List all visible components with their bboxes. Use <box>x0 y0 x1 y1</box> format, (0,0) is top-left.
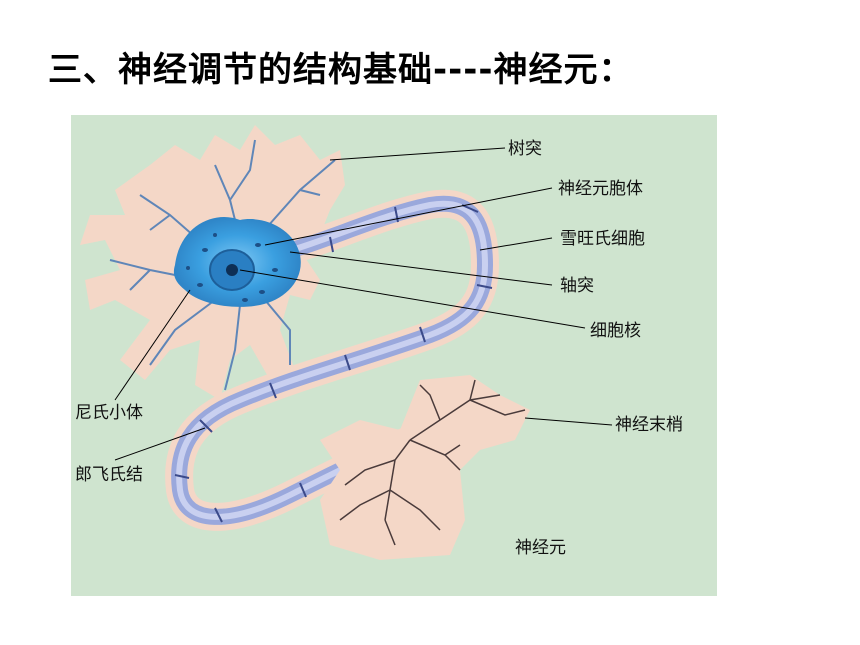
label-neuron: 神经元 <box>515 538 566 558</box>
nucleolus <box>226 264 238 276</box>
label-nucleus: 细胞核 <box>590 321 641 341</box>
cell-body <box>174 217 301 307</box>
label-node-of-ranvier: 郎飞氏结 <box>75 465 143 485</box>
label-nerve-ending: 神经末梢 <box>615 415 683 435</box>
label-dendrite: 树突 <box>508 139 542 159</box>
terminal-halo <box>320 375 530 560</box>
label-cell-body: 神经元胞体 <box>558 179 643 199</box>
label-schwann-cell: 雪旺氏细胞 <box>560 229 645 249</box>
label-nissl-body: 尼氏小体 <box>75 403 143 423</box>
label-axon: 轴突 <box>560 276 594 296</box>
